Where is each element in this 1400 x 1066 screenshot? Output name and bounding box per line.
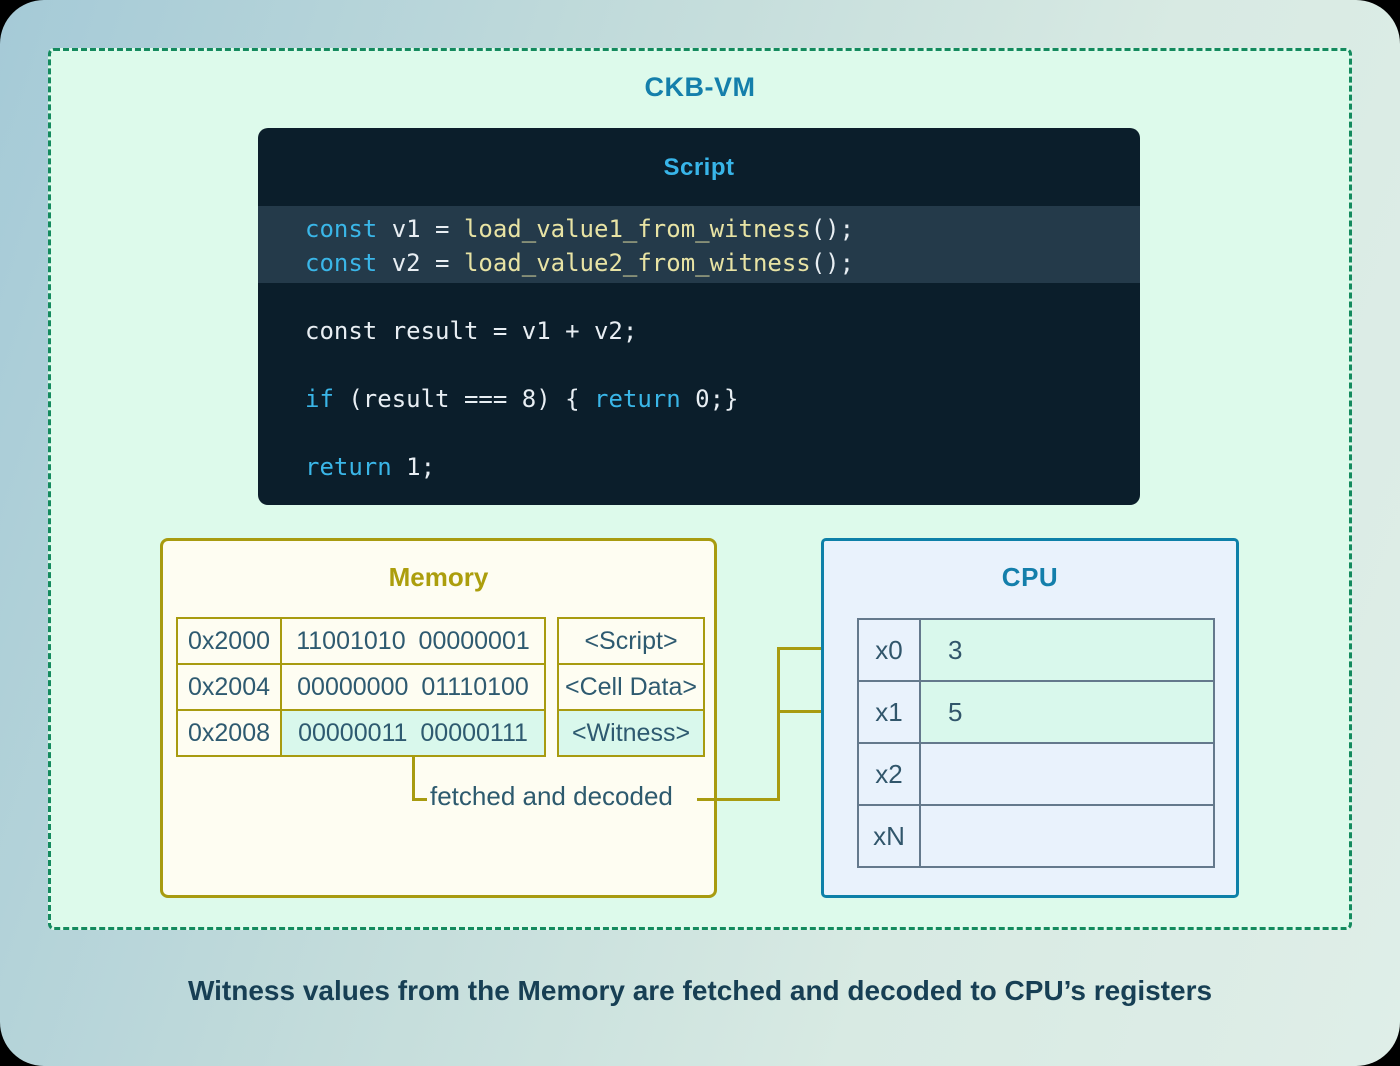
memory-table: 0x2000 11001010 00000001 0x2004 00000000… [176,617,546,757]
memory-label-column: <Script> <Cell Data> <Witness> [557,617,705,757]
code-token: v1 = [377,215,464,243]
code-line-1: const v1 = load_value1_from_witness(); [305,216,854,242]
memory-label: <Cell Data> [557,663,705,711]
memory-label-row: <Witness> [557,709,705,757]
code-line-3: const result = v1 + v2; [305,318,637,344]
memory-row: 0x2008 00000011 00000111 [176,709,546,757]
code-token: const [305,249,378,277]
code-line-5: return 1; [305,454,435,480]
code-token: if [305,385,334,413]
cpu-register-name: x2 [857,742,921,806]
code-token: return [305,453,392,481]
connector-witness-elbow-line [412,798,427,801]
memory-binary: 11001010 00000001 [280,617,546,665]
cpu-register-row: xN [857,804,1215,868]
code-token: (result === 8) { [333,385,594,413]
cpu-register-value: 3 [919,618,1215,682]
code-highlight-band [258,206,1140,283]
ckb-vm-title: CKB-VM [644,72,756,102]
code-token: (); [810,215,855,243]
memory-binary: 00000000 01110100 [280,663,546,711]
cpu-register-row: x0 3 [857,618,1215,682]
memory-label-row: <Cell Data> [557,663,705,711]
code-token: 0;} [680,385,739,413]
code-token: 1; [391,453,436,481]
code-token: load_value1_from_witness [463,215,811,243]
cpu-register-value [919,742,1215,806]
connector-label-to-cpu-line [697,798,780,801]
memory-binary-witness: 00000011 00000111 [280,709,546,757]
script-title: Script [663,154,735,181]
memory-row: 0x2004 00000000 01110100 [176,663,546,711]
cpu-register-value: 5 [919,680,1215,744]
script-block: Script const v1 = load_value1_from_witne… [258,128,1140,505]
connector-to-x1-line [777,710,857,713]
cpu-register-row: x1 5 [857,680,1215,744]
code-token: return [594,385,681,413]
cpu-register-name: x0 [857,618,921,682]
cpu-register-value [919,804,1215,868]
code-line-2: const v2 = load_value2_from_witness(); [305,250,854,276]
memory-address: 0x2000 [176,617,282,665]
cpu-title: CPU [1001,562,1059,592]
cpu-register-table: x0 3 x1 5 x2 xN [857,618,1215,868]
code-token: v2 = [377,249,464,277]
memory-label-witness: <Witness> [557,709,705,757]
diagram-caption: Witness values from the Memory are fetch… [187,975,1213,1006]
code-token: const result = v1 + v2; [305,317,638,345]
connector-witness-drop-line [412,757,415,801]
memory-row: 0x2000 11001010 00000001 [176,617,546,665]
memory-address: 0x2004 [176,663,282,711]
connector-to-x0-line [777,647,857,650]
code-token: (); [810,249,855,277]
cpu-register-name: xN [857,804,921,868]
memory-address: 0x2008 [176,709,282,757]
code-line-4: if (result === 8) { return 0;} [305,386,739,412]
memory-title: Memory [388,562,489,592]
connector-vertical-line [777,647,780,801]
memory-label: <Script> [557,617,705,665]
code-token: const [305,215,378,243]
cpu-register-row: x2 [857,742,1215,806]
code-token: load_value2_from_witness [463,249,811,277]
memory-label-row: <Script> [557,617,705,665]
cpu-register-name: x1 [857,680,921,744]
fetched-decoded-label: fetched and decoded [430,781,673,811]
